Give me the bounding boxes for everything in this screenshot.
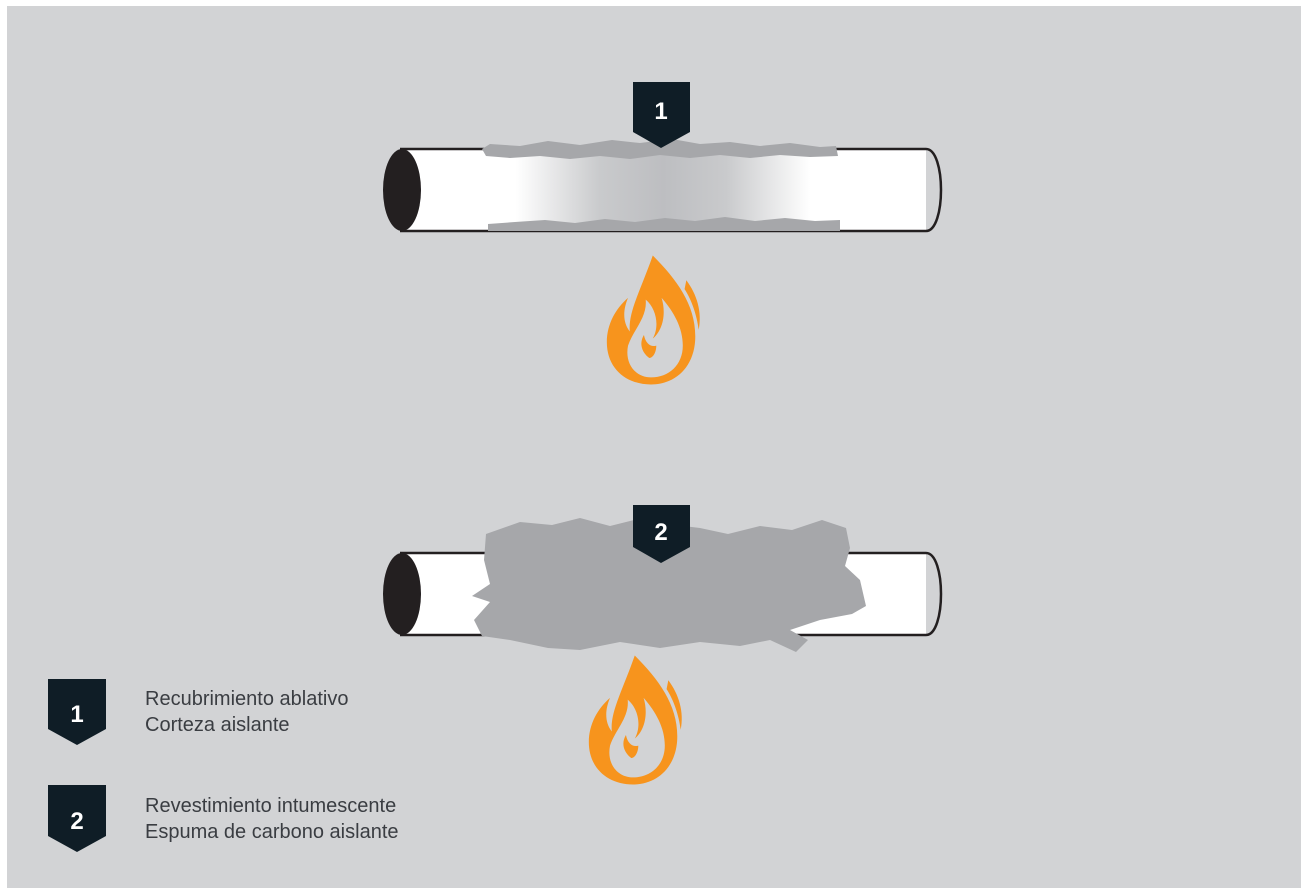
pipe-end-icon — [383, 553, 421, 635]
flame-icon — [607, 256, 700, 385]
legend-item-2: Revestimiento intumescente Espuma de car… — [145, 793, 399, 845]
legend-item-1-title: Recubrimiento ablativo — [145, 686, 348, 712]
legend-item-1: Recubrimiento ablativo Corteza aislante — [145, 686, 348, 738]
pipe-end-icon — [383, 149, 421, 231]
legend-badge-1-number: 1 — [70, 701, 83, 728]
legend-item-2-subtitle: Espuma de carbono aislante — [145, 819, 399, 845]
legend-item-2-title: Revestimiento intumescente — [145, 793, 399, 819]
legend-badge-1: 1 — [48, 679, 106, 745]
badge-1-number: 1 — [654, 98, 667, 125]
badge-2-number: 2 — [654, 519, 667, 546]
flame-icon — [589, 656, 682, 785]
legend-item-1-subtitle: Corteza aislante — [145, 712, 348, 738]
legend-badge-2: 2 — [48, 785, 106, 852]
badge-1: 1 — [633, 82, 690, 148]
legend-badge-2-number: 2 — [70, 808, 83, 835]
